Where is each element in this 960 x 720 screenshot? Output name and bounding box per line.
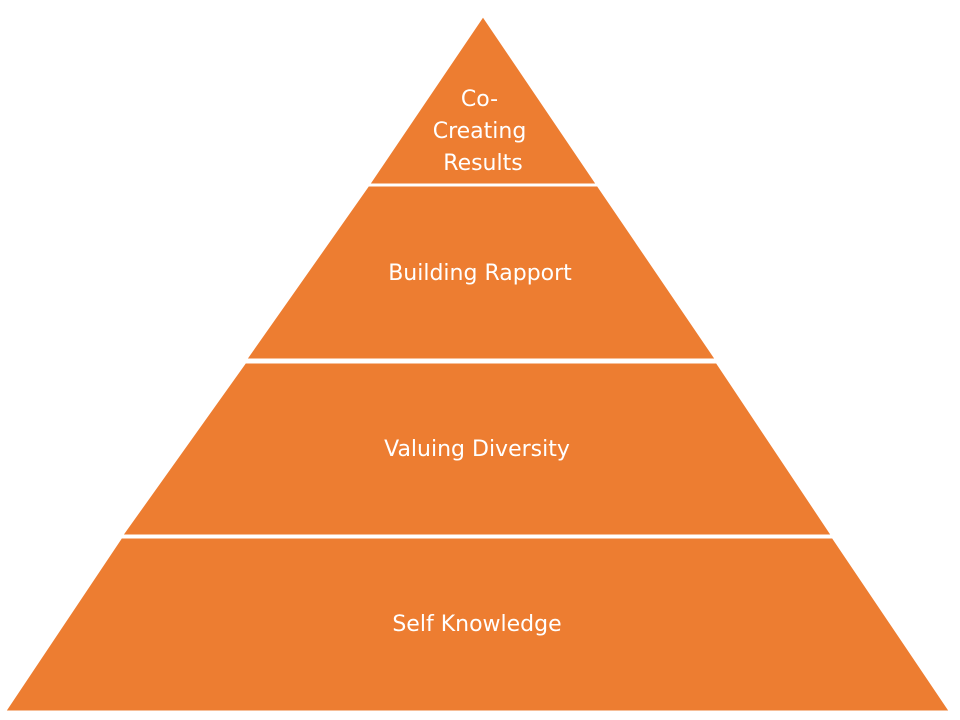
tier-label-co-creating-results: Co- Creating Results <box>433 87 534 176</box>
tier-label-line: Co- <box>461 87 498 112</box>
tier-label-self-knowledge: Self Knowledge <box>392 612 561 637</box>
tier-building-rapport <box>242 183 720 362</box>
tier-label-line: Creating <box>433 119 527 144</box>
tier-label-valuing-diversity: Valuing Diversity <box>384 437 570 462</box>
tier-self-knowledge <box>1 535 954 714</box>
tier-label-building-rapport: Building Rapport <box>388 261 572 286</box>
tier-label-line: Results <box>443 151 522 176</box>
